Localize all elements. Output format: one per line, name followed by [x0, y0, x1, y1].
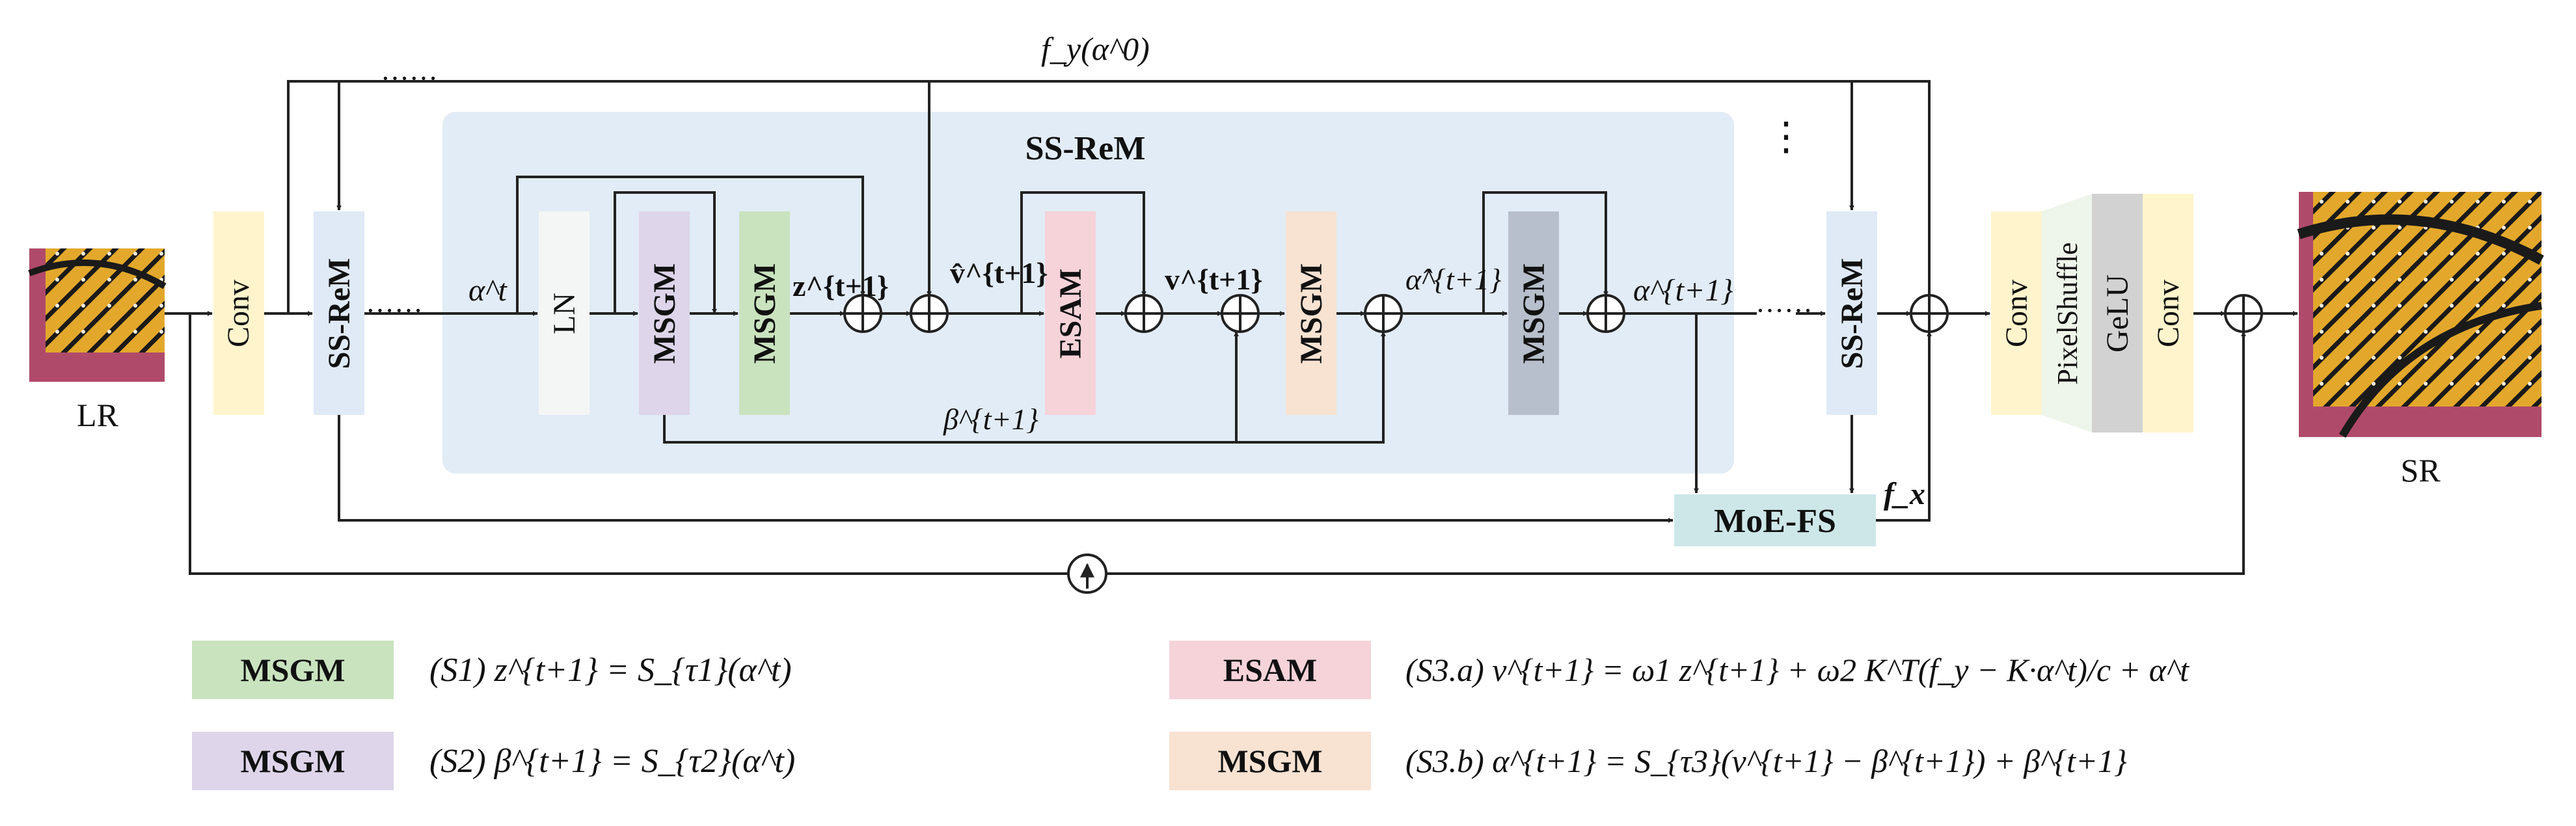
- legend-eq-1: (S1) z^{t+1} = S_{τ1}(α^t): [429, 652, 792, 689]
- legend-block-2: MSGM: [240, 743, 345, 779]
- legend-eq-4: (S3.b) α^{t+1} = S_{τ3}(v^{t+1} − β^{t+1…: [1405, 743, 2127, 779]
- gelu-label: GeLU: [2100, 274, 2135, 353]
- oplus-node-7: [1910, 294, 1949, 333]
- dots-vertical: ⋮: [1767, 115, 1806, 158]
- conv-label-3: Conv: [2151, 280, 2186, 347]
- pixelshuffle-block: [2042, 194, 2092, 433]
- conv-block-1: [213, 211, 264, 415]
- ssrem-group-title: SS-ReM: [1025, 130, 1146, 167]
- sr-image: [2297, 192, 2544, 438]
- oplus-node-2: [910, 294, 949, 333]
- legend-eq-2: (S2) β^{t+1} = S_{τ2}(α^t): [429, 743, 795, 780]
- oplus-node-6: [1586, 294, 1625, 333]
- fy-alpha0-label: f_y(α^0): [1041, 31, 1150, 67]
- ssrem-block-2: [1826, 211, 1877, 415]
- legend-eq-3: (S3.a) v^{t+1} = ω1 z^{t+1} + ω2 K^T(f_y…: [1405, 652, 2190, 688]
- legend-block-1: MSGM: [240, 652, 345, 688]
- legend-swatch-1: [192, 641, 394, 699]
- oplus-node-5: [1364, 294, 1403, 333]
- z-t1-label: z^{t+1}: [793, 269, 889, 302]
- ssrem-label-1: SS-ReM: [322, 258, 357, 369]
- legend-swatch-2: [192, 732, 394, 790]
- msgm-green-block: [739, 211, 790, 415]
- moe-fs-label: MoE-FS: [1714, 503, 1836, 540]
- lr-label: LR: [77, 397, 119, 433]
- sr-label: SR: [2400, 452, 2441, 488]
- moe-fs-block: [1674, 494, 1876, 546]
- oplus-node-3: [1124, 294, 1163, 333]
- ssrem-label-2: SS-ReM: [1835, 258, 1869, 369]
- pixelshuffle-label: PixelShuffle: [2052, 242, 2083, 384]
- msgm-slate-block: [1508, 211, 1559, 415]
- ln-block: [539, 211, 590, 415]
- msgm-purple-label: MSGM: [647, 263, 682, 364]
- legend: MSGM (S1) z^{t+1} = S_{τ1}(α^t) MSGM (S2…: [192, 641, 2190, 790]
- esam-label: ESAM: [1053, 269, 1088, 359]
- upsample-node: [1067, 553, 1107, 594]
- legend-swatch-4: [1169, 732, 1371, 790]
- msgm-green-label: MSGM: [748, 263, 782, 364]
- alphahat-t1-label: α̂^{t+1}: [1405, 263, 1501, 296]
- legend-block-4: MSGM: [1217, 743, 1322, 779]
- ln-label: LN: [547, 293, 582, 334]
- esam-block: [1045, 211, 1096, 415]
- alpha-t1-label: α^{t+1}: [1633, 273, 1733, 308]
- msgm-peach-block: [1286, 211, 1336, 415]
- oplus-nodes: [843, 294, 2263, 594]
- wires: [165, 80, 2298, 575]
- conv-label-2: Conv: [2000, 280, 2034, 347]
- msgm-peach-label: MSGM: [1294, 263, 1329, 364]
- legend-block-3: ESAM: [1223, 652, 1317, 688]
- oplus-node-1: [843, 294, 882, 333]
- lr-image: [28, 248, 167, 382]
- oplus-node-4: [1221, 294, 1260, 333]
- fx-label: f_x: [1884, 477, 1925, 511]
- oplus-node-8: [2224, 294, 2263, 333]
- gelu-block: [2092, 194, 2143, 433]
- conv-block-2: [1991, 211, 2042, 415]
- msgm-purple-block: [639, 211, 690, 415]
- dots-mid-right: ······: [1756, 295, 1813, 326]
- dots-top-left: ······: [381, 62, 438, 94]
- conv-block-3: [2143, 194, 2193, 433]
- vhat-t1-label: v̂^{t+1}: [950, 256, 1048, 289]
- legend-swatch-3: [1169, 641, 1371, 699]
- alpha-t-label: α^t: [468, 273, 508, 308]
- msgm-slate-label: MSGM: [1517, 263, 1551, 364]
- beta-t1-label: β^{t+1}: [943, 403, 1038, 436]
- conv-label-1: Conv: [221, 280, 256, 347]
- ssrem-block-1: [314, 211, 364, 415]
- v-t1-label: v^{t+1}: [1165, 263, 1263, 296]
- dots-mid-left: ······: [366, 295, 423, 326]
